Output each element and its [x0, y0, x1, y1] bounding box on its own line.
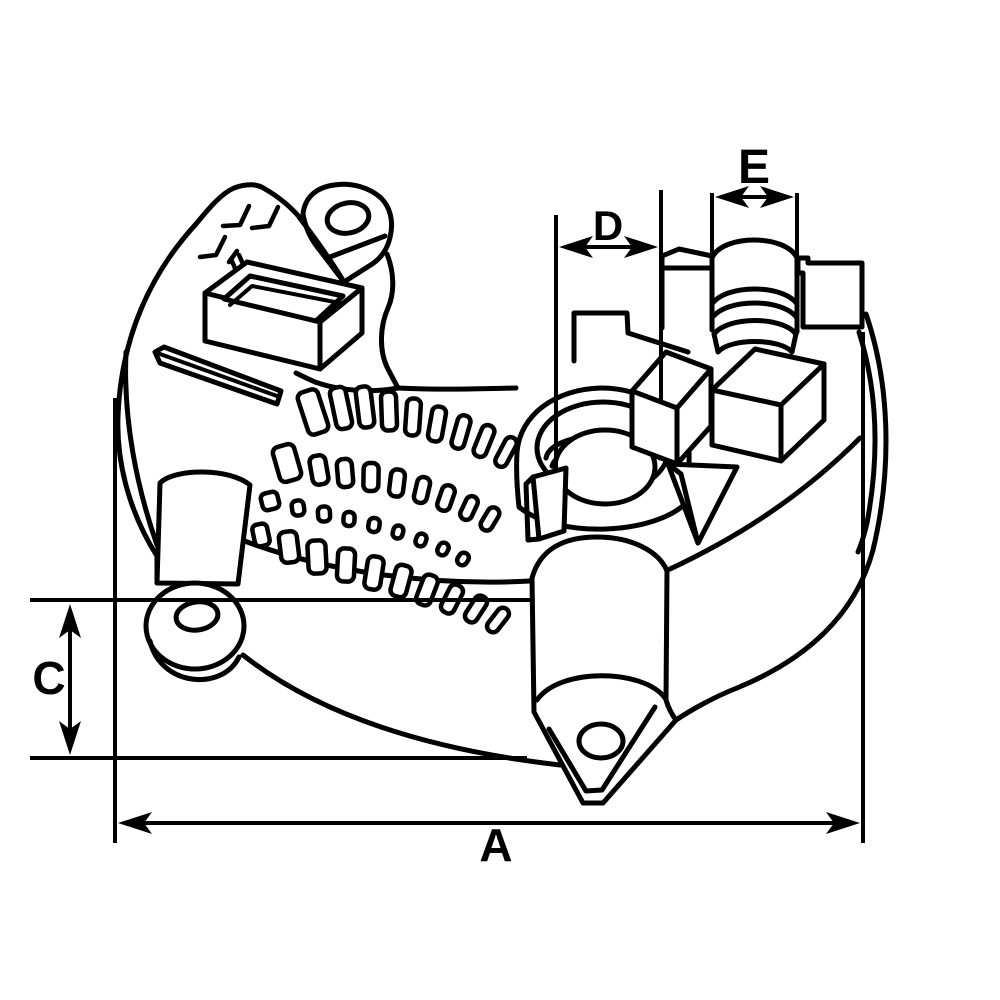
- left-mounting-lug: [143, 469, 253, 682]
- dim-e-label: E: [738, 141, 770, 194]
- bottom-lug-hole: [576, 721, 626, 761]
- dim-c-arrowhead-up: [59, 604, 81, 638]
- left-lug-hole: [173, 599, 221, 633]
- rib-slot: [152, 344, 284, 407]
- dim-c-arrowhead-down: [59, 721, 81, 755]
- bottom-terminal-lug: [529, 534, 679, 806]
- dim-a-arrowhead-right: [826, 812, 860, 834]
- top-right-block: [795, 255, 865, 330]
- small-top-block: [659, 246, 715, 331]
- peak-ridge-edge: [296, 214, 347, 285]
- dimension-e: E: [710, 141, 799, 318]
- dim-c-label: C: [32, 652, 65, 704]
- dimension-a: A: [113, 332, 865, 871]
- dimension-annotations: A C D E: [30, 141, 865, 871]
- dimension-c: C: [30, 598, 532, 760]
- body-silhouette-left: [115, 182, 303, 586]
- dimension-d: D: [554, 190, 663, 470]
- step-wall: [571, 310, 691, 364]
- top-lug-hole: [324, 200, 372, 236]
- dim-d-arrowhead-right: [624, 236, 658, 258]
- connector-socket-box: [202, 259, 365, 372]
- diode-block-2: [709, 346, 827, 464]
- diode-block-1: [629, 349, 714, 467]
- vent-pad-fan: [250, 384, 519, 635]
- dim-a-label: A: [479, 819, 512, 871]
- collar-tab-block: [523, 465, 569, 543]
- plateau-edges: [293, 251, 519, 394]
- part-drawing: [115, 181, 889, 806]
- dim-e-arrowhead-right: [760, 186, 794, 208]
- dim-a-arrowhead-left: [118, 812, 152, 834]
- top-mounting-lug: [296, 181, 395, 285]
- dim-d-arrowhead-left: [559, 236, 593, 258]
- dim-d-label: D: [593, 202, 623, 249]
- terminal-boss: [709, 237, 800, 355]
- dim-e-arrowhead-left: [715, 186, 749, 208]
- wedge-prism: [665, 461, 740, 546]
